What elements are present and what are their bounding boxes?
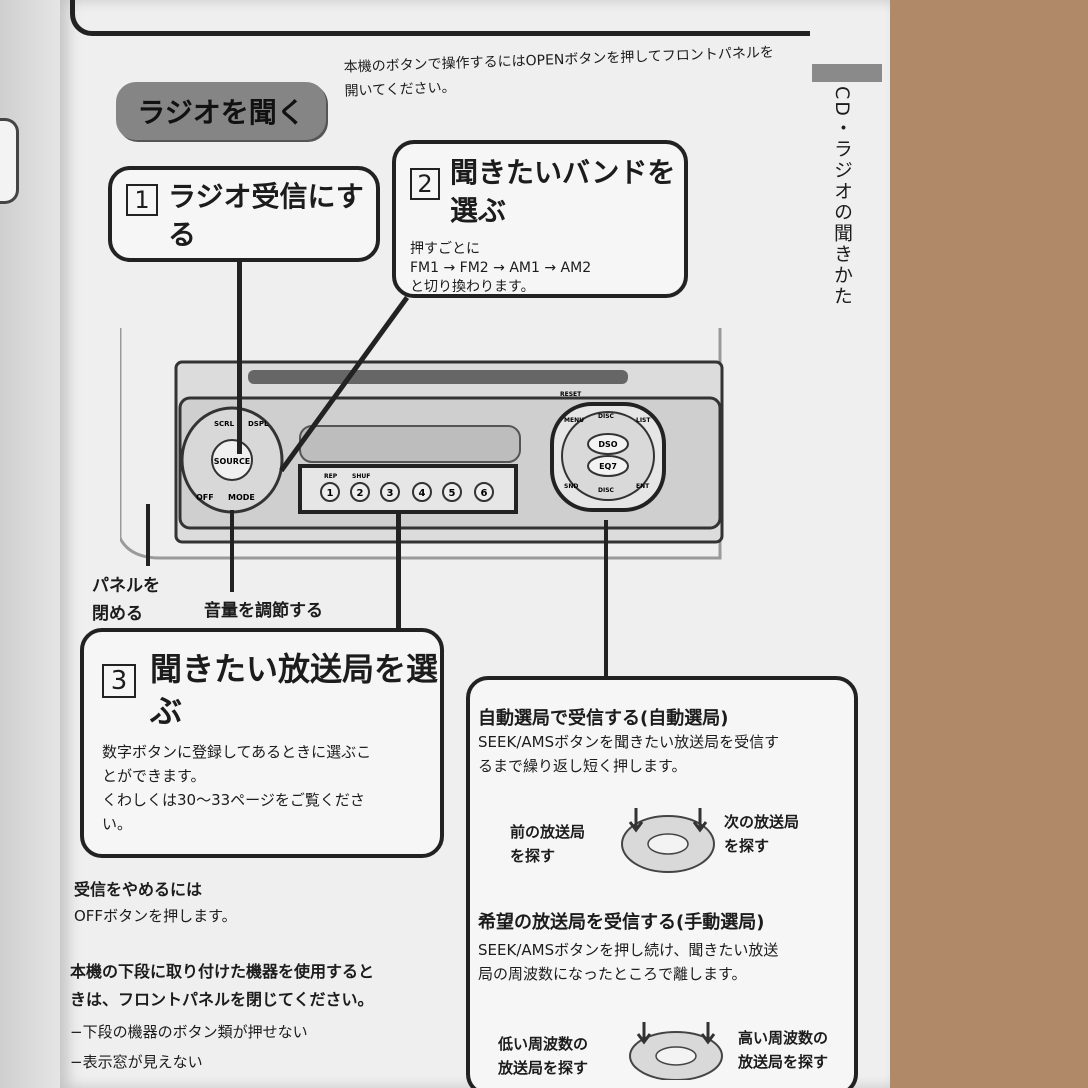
disc-minus-label: DISC (598, 487, 615, 494)
auto-tuning-text: SEEK/AMSボタンを聞きたい放送局を受信す るまで繰り返し短く押します。 (478, 730, 858, 778)
list-label: LIST (636, 417, 651, 424)
dspl-label: DSPL (248, 420, 269, 428)
cd-slot (248, 370, 628, 384)
prev-station-line-1: 前の放送局 (510, 823, 586, 841)
step-2-number: 2 (410, 168, 440, 200)
auto-tuning-title: 自動選局で受信する(自動選局) (478, 708, 729, 729)
shuf-label: SHUF (352, 473, 370, 480)
auto-tuning-line-2: るまで繰り返し短く押します。 (478, 757, 687, 775)
car-stereo-illustration: SOURCE SCRL DSPL OFF MODE 1 2 3 4 5 6 RE… (120, 328, 724, 560)
step-2-title: 聞きたいバンドを選ぶ (450, 156, 676, 227)
header-rule (70, 0, 810, 36)
display-window (299, 425, 521, 463)
scrl-label: SCRL (214, 420, 235, 428)
next-station-line-2: を探す (724, 837, 770, 855)
step-3-number: 3 (102, 664, 136, 698)
seek-pad-mini-auto (621, 808, 715, 873)
preset-label-6: 6 (481, 488, 488, 499)
manual-tuning-title: 希望の放送局を受信する(手動選局) (478, 912, 765, 933)
step-2-line-2: FM1 → FM2 → AM1 → AM2 (410, 260, 592, 276)
stop-title: 受信をやめるには (74, 880, 203, 899)
panel-close-callout-line-2: 閉める (92, 604, 143, 624)
leader-seek (604, 520, 608, 678)
volume-callout: 音量を調節する (204, 601, 323, 621)
low-freq-label: 低い周波数の 放送局を探す (498, 1032, 588, 1080)
manual-tuning-text: SEEK/AMSボタンを押し続け、聞きたい放送 局の周波数になったところで離しま… (478, 938, 858, 986)
source-label: SOURCE (214, 457, 251, 466)
high-freq-line-2: 放送局を探す (738, 1053, 829, 1071)
dash-outline (120, 328, 722, 560)
leader-step-3 (396, 512, 401, 630)
step-3-line-2: とができます。 (102, 767, 206, 785)
preset-button-2[interactable] (350, 482, 370, 502)
lower-device-item-1: −下段の機器のボタン類が押せない (70, 1023, 308, 1041)
step-2-box: 2 聞きたいバンドを選ぶ 押すごとに FM1 → FM2 → AM1 → AM2… (392, 140, 688, 298)
dso-button (587, 433, 629, 455)
mode-label: MODE (228, 493, 255, 502)
manual-tuning-line-1: SEEK/AMSボタンを押し続け、聞きたい放送 (478, 941, 779, 959)
preset-button-4[interactable] (412, 482, 432, 502)
next-station-line-1: 次の放送局 (724, 813, 800, 831)
preset-buttons: 1 2 3 4 5 6 (320, 482, 494, 502)
preset-label-5: 5 (449, 488, 456, 499)
preset-button-5[interactable] (442, 482, 462, 502)
eq7-button (587, 455, 629, 477)
preset-label-2: 2 (357, 488, 364, 499)
step-1-box: 1 ラジオ受信にする (108, 166, 380, 262)
ent-label: ENT (636, 483, 650, 490)
seek-pad-mini-manual (629, 1022, 723, 1080)
leader-step-1 (237, 262, 242, 454)
chapter-tab-bar (812, 64, 882, 82)
eq7-label: EQ7 (599, 462, 617, 471)
step-3-line-4: い。 (102, 815, 133, 833)
high-freq-line-1: 高い周波数の (738, 1029, 829, 1047)
panel-close-callout-line-1: パネルを (92, 576, 160, 596)
next-station-label: 次の放送局 を探す (724, 810, 799, 858)
auto-tuning-line-1: SEEK/AMSボタンを聞きたい放送局を受信す (478, 733, 780, 751)
step-1-title: ラジオ受信にする (168, 180, 364, 251)
step-3-line-1: 数字ボタンに登録してあるときに選ぶこ (102, 743, 372, 761)
preset-button-6[interactable] (474, 482, 494, 502)
preset-button-1[interactable] (320, 482, 340, 502)
panel-close-callout: パネルを 閉める (92, 572, 160, 628)
step-3-body: 数字ボタンに登録してあるときに選ぶこ とができます。 くわしくは30〜33ページ… (102, 740, 432, 836)
step-3-line-3: くわしくは30〜33ページをご覧くださ (102, 791, 365, 809)
seek-info-box: 自動選局で受信する(自動選局) SEEK/AMSボタンを聞きたい放送局を受信す … (466, 676, 858, 1088)
low-freq-line-2: 放送局を探す (498, 1059, 589, 1077)
leader-panel-close (146, 504, 150, 566)
step-3-title: 聞きたい放送局を選ぶ (150, 650, 439, 730)
step-1-number: 1 (126, 184, 158, 216)
preset-button-3[interactable] (380, 482, 400, 502)
prev-station-line-2: を探す (510, 847, 556, 865)
low-freq-line-1: 低い周波数の (498, 1035, 589, 1053)
off-label: OFF (196, 493, 214, 502)
chapter-title: CD・ラジオの聞きかた (831, 86, 853, 307)
reset-label: RESET (560, 391, 582, 398)
step-2-line-3: と切り換わります。 (410, 279, 535, 295)
dso-label: DSO (598, 440, 617, 449)
step-2-line-1: 押すごとに (410, 241, 480, 257)
rep-label: REP (324, 473, 338, 480)
section-title: ラジオを聞く (116, 82, 326, 140)
step-3-box: 3 聞きたい放送局を選ぶ 数字ボタンに登録してあるときに選ぶこ とができます。 … (80, 628, 444, 858)
disc-plus-label: DISC (598, 413, 615, 420)
stop-text: OFFボタンを押します。 (74, 907, 237, 925)
step-2-body: 押すごとに FM1 → FM2 → AM1 → AM2 と切り換わります。 (410, 240, 591, 297)
preset-label-3: 3 (387, 488, 394, 499)
manual-tuning-line-2: 局の周波数になったところで離します。 (478, 965, 747, 983)
left-page-tab (0, 118, 19, 204)
lower-device-item-2: −表示窓が見えない (70, 1053, 203, 1071)
preset-label-4: 4 (419, 488, 426, 499)
lower-device-title-2: きは、フロントパネルを閉じてください。 (70, 990, 374, 1009)
source-button (211, 439, 253, 481)
high-freq-label: 高い周波数の 放送局を探す (738, 1026, 828, 1074)
leader-volume (230, 510, 234, 592)
preset-label-1: 1 (327, 488, 334, 499)
snd-label: SND (564, 483, 578, 490)
menu-label: MENU (564, 417, 584, 424)
prev-station-label: 前の放送局 を探す (510, 820, 585, 868)
lower-device-title-1: 本機の下段に取り付けた機器を使用すると (70, 962, 375, 981)
